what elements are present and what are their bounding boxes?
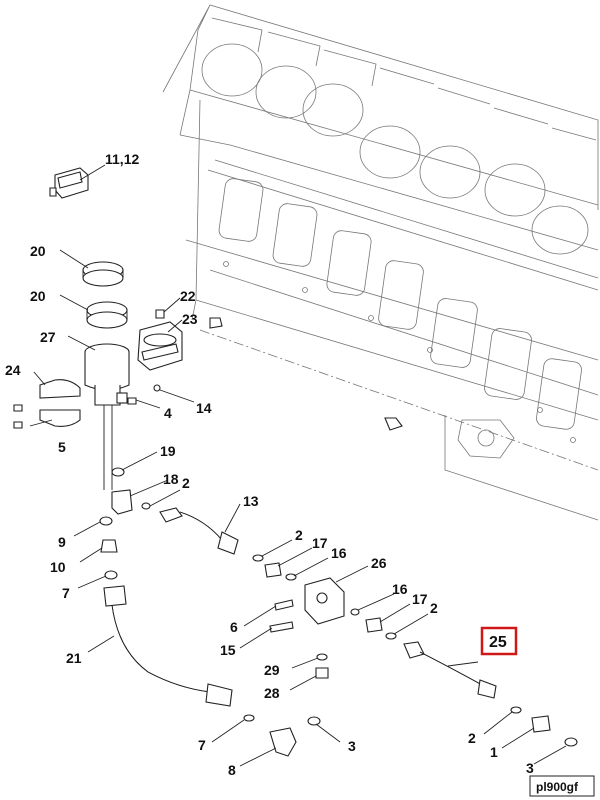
adapter-1	[531, 715, 551, 733]
figure-code-tag: pl900gf	[529, 775, 595, 797]
callout-6[interactable]: 6	[230, 619, 238, 635]
screw-6	[274, 599, 294, 611]
filter-housing-part	[84, 343, 130, 406]
callout-17a[interactable]: 17	[312, 535, 328, 551]
callout-3b[interactable]: 3	[526, 760, 534, 776]
callout-4[interactable]: 4	[164, 405, 172, 421]
callout-3a[interactable]: 3	[348, 738, 356, 754]
callout-25[interactable]: 25	[489, 634, 507, 651]
o-ring-9	[99, 516, 113, 526]
o-ring-7a	[104, 570, 118, 580]
callout-23[interactable]: 23	[182, 311, 198, 327]
callout-5[interactable]: 5	[58, 439, 66, 455]
callout-28[interactable]: 28	[264, 685, 280, 701]
o-ring-2b	[252, 554, 264, 562]
fitting-17a	[264, 562, 282, 578]
screw-set-part	[13, 404, 23, 429]
callout-7-bottom[interactable]: 7	[198, 737, 206, 753]
callout-19[interactable]: 19	[160, 443, 176, 459]
callout-13[interactable]: 13	[243, 493, 259, 509]
callout-15[interactable]: 15	[220, 642, 236, 658]
callout-26[interactable]: 26	[371, 555, 387, 571]
callout-1[interactable]: 1	[490, 744, 498, 760]
callout-17b[interactable]: 17	[412, 591, 428, 607]
bolt-22-part	[155, 309, 165, 319]
callout-29[interactable]: 29	[264, 662, 280, 678]
callout-27[interactable]: 27	[40, 329, 56, 345]
clamp-ring-upper	[82, 261, 124, 287]
electrical-connector-part	[49, 167, 89, 199]
o-ring-16a	[285, 573, 297, 581]
callout-14[interactable]: 14	[196, 400, 212, 416]
fastener-4-14	[127, 384, 161, 405]
callout-8[interactable]: 8	[228, 762, 236, 778]
callout-9[interactable]: 9	[58, 534, 66, 550]
callout-21[interactable]: 21	[66, 650, 82, 666]
bracket-part	[137, 321, 183, 371]
figure-code-text: pl900gf	[536, 780, 579, 794]
fitting-17b	[365, 617, 383, 633]
callout-2a[interactable]: 2	[182, 475, 190, 491]
callout-2d[interactable]: 2	[468, 730, 476, 746]
split-clamp-part	[39, 379, 81, 427]
plug-28	[315, 667, 329, 679]
o-ring-16b	[350, 608, 360, 616]
callout-7-top[interactable]: 7	[62, 585, 70, 601]
callout-18[interactable]: 18	[163, 471, 179, 487]
hose-25	[403, 641, 497, 699]
valve-block-26	[304, 577, 345, 625]
callout-11-12[interactable]: 11,12	[105, 151, 139, 167]
engine-block-drawing	[162, 4, 599, 521]
elbow-fitting-18	[111, 489, 151, 515]
callout-20-upper[interactable]: 20	[30, 243, 46, 259]
hose-21	[103, 585, 233, 707]
callout-20-lower[interactable]: 20	[30, 288, 46, 304]
o-ring-7b	[243, 714, 255, 722]
o-ring-2c	[385, 632, 397, 640]
callout-10[interactable]: 10	[50, 559, 66, 575]
screw-15	[269, 621, 294, 633]
o-ring-29	[316, 653, 328, 661]
elbow-8	[269, 727, 297, 757]
nipple-10	[100, 539, 118, 553]
clamp-ring-lower	[86, 301, 128, 329]
selected-callout-25[interactable]: 25	[480, 626, 518, 656]
callout-2b[interactable]: 2	[295, 527, 303, 543]
o-ring-3b	[564, 737, 578, 747]
o-ring-19	[111, 467, 125, 477]
o-ring-3a	[307, 716, 321, 726]
o-ring-2d	[510, 706, 522, 714]
callout-16a[interactable]: 16	[331, 545, 347, 561]
drain-pipe	[103, 405, 113, 490]
callout-24[interactable]: 24	[5, 362, 21, 378]
selection-highlight-box	[480, 626, 518, 656]
callout-2c[interactable]: 2	[430, 600, 438, 616]
hose-13	[159, 507, 239, 555]
callout-labels: 11,12 20 20 22 23 27 24 4 14 5 19 18 2 1…	[5, 151, 534, 778]
leader-lines	[29, 164, 567, 767]
parts-group	[13, 167, 578, 757]
callout-16b[interactable]: 16	[392, 581, 408, 597]
callout-22[interactable]: 22	[180, 288, 196, 304]
